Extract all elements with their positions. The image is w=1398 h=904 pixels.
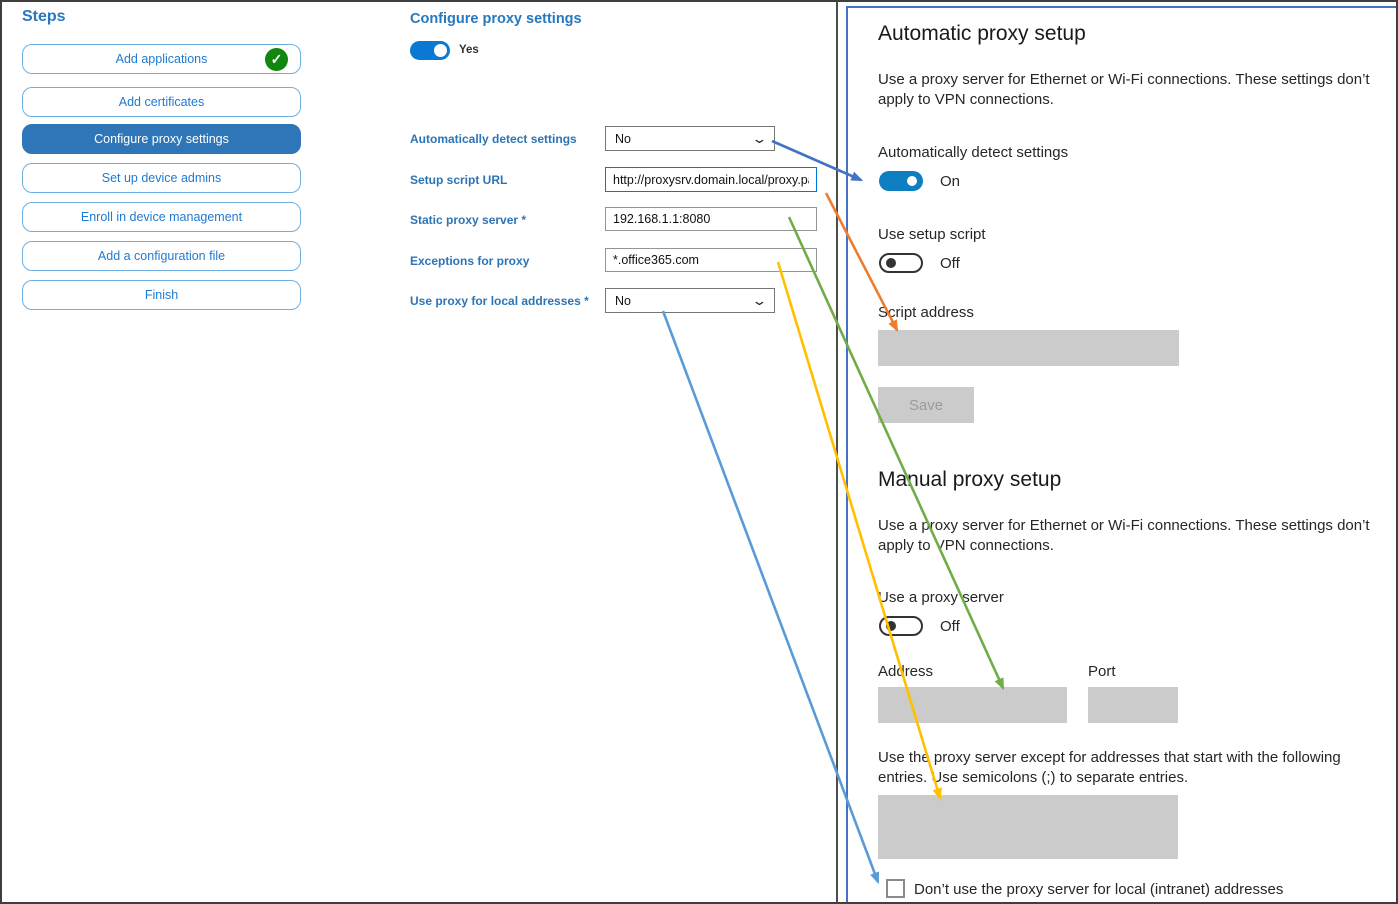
use-setup-script-toggle[interactable]	[879, 253, 923, 273]
setup-script-url-label: Setup script URL	[410, 173, 508, 187]
step-label: Set up device admins	[101, 171, 222, 185]
auto-detect-dropdown[interactable]: No ⌄	[605, 126, 775, 151]
step-add-configuration-file[interactable]: Add a configuration file	[22, 241, 301, 271]
use-proxy-server-label: Use a proxy server	[878, 589, 1004, 606]
steps-title: Steps	[22, 8, 66, 25]
port-label: Port	[1088, 663, 1116, 680]
address-label: Address	[878, 663, 934, 680]
toggle-knob	[886, 621, 896, 631]
exceptions-proxy-input[interactable]	[605, 248, 817, 272]
step-label: Enroll in device management	[80, 210, 243, 224]
chevron-down-icon: ⌄	[751, 293, 768, 308]
detect-settings-toggle[interactable]	[879, 171, 923, 191]
exceptions-description: Use the proxy server except for addresse…	[878, 749, 1341, 786]
step-label: Configure proxy settings	[94, 132, 229, 146]
dropdown-value: No	[615, 131, 631, 146]
check-icon: ✓	[265, 48, 288, 71]
automatic-proxy-description: Use a proxy server for Ethernet or Wi-Fi…	[878, 71, 1370, 108]
toggle-knob	[886, 258, 896, 268]
step-label: Add certificates	[118, 95, 205, 109]
page-title: Configure proxy settings	[410, 11, 582, 27]
save-button[interactable]: Save	[878, 387, 974, 423]
use-proxy-server-toggle[interactable]	[879, 616, 923, 636]
script-address-label: Script address	[878, 304, 974, 321]
step-enroll-device-management[interactable]: Enroll in device management	[22, 202, 301, 232]
manual-proxy-setup-heading: Manual proxy setup	[878, 468, 1062, 491]
toggle-knob	[907, 176, 917, 186]
step-label: Add a configuration file	[97, 249, 226, 263]
step-configure-proxy-settings[interactable]: Configure proxy settings	[22, 124, 301, 154]
proxy-local-addresses-dropdown[interactable]: No ⌄	[605, 288, 775, 313]
step-add-applications[interactable]: Add applications ✓	[22, 44, 301, 74]
exceptions-proxy-label: Exceptions for proxy	[410, 254, 530, 268]
dropdown-value: No	[615, 293, 631, 308]
static-proxy-server-input[interactable]	[605, 207, 817, 231]
local-addresses-checkbox-label: Don’t use the proxy server for local (in…	[914, 881, 1284, 898]
detect-settings-state: On	[940, 173, 961, 190]
script-address-field[interactable]	[878, 330, 1179, 366]
use-proxy-server-state: Off	[940, 618, 960, 635]
exceptions-field[interactable]	[878, 795, 1178, 859]
step-label: Add applications	[115, 52, 208, 66]
windows-proxy-settings-panel: Automatic proxy setup Use a proxy server…	[846, 6, 1398, 904]
use-setup-script-label: Use setup script	[878, 226, 986, 243]
step-label: Finish	[144, 288, 179, 302]
address-field[interactable]	[878, 687, 1067, 723]
use-setup-script-state: Off	[940, 255, 960, 272]
column-separator	[836, 0, 838, 904]
local-addresses-checkbox[interactable]	[886, 879, 905, 898]
configure-proxy-toggle[interactable]	[410, 41, 450, 60]
detect-settings-label: Automatically detect settings	[878, 144, 1069, 161]
proxy-local-addresses-label: Use proxy for local addresses *	[410, 294, 589, 308]
port-field[interactable]	[1088, 687, 1178, 723]
setup-script-url-input[interactable]	[605, 167, 817, 192]
step-finish[interactable]: Finish	[22, 280, 301, 310]
automatic-proxy-setup-heading: Automatic proxy setup	[878, 22, 1086, 45]
step-add-certificates[interactable]: Add certificates	[22, 87, 301, 117]
auto-detect-label: Automatically detect settings	[410, 132, 577, 146]
step-set-up-device-admins[interactable]: Set up device admins	[22, 163, 301, 193]
configure-proxy-toggle-state: Yes	[459, 44, 479, 56]
toggle-knob	[434, 44, 447, 57]
manual-proxy-description: Use a proxy server for Ethernet or Wi-Fi…	[878, 517, 1370, 554]
static-proxy-server-label: Static proxy server *	[410, 213, 527, 227]
chevron-down-icon: ⌄	[751, 131, 768, 146]
